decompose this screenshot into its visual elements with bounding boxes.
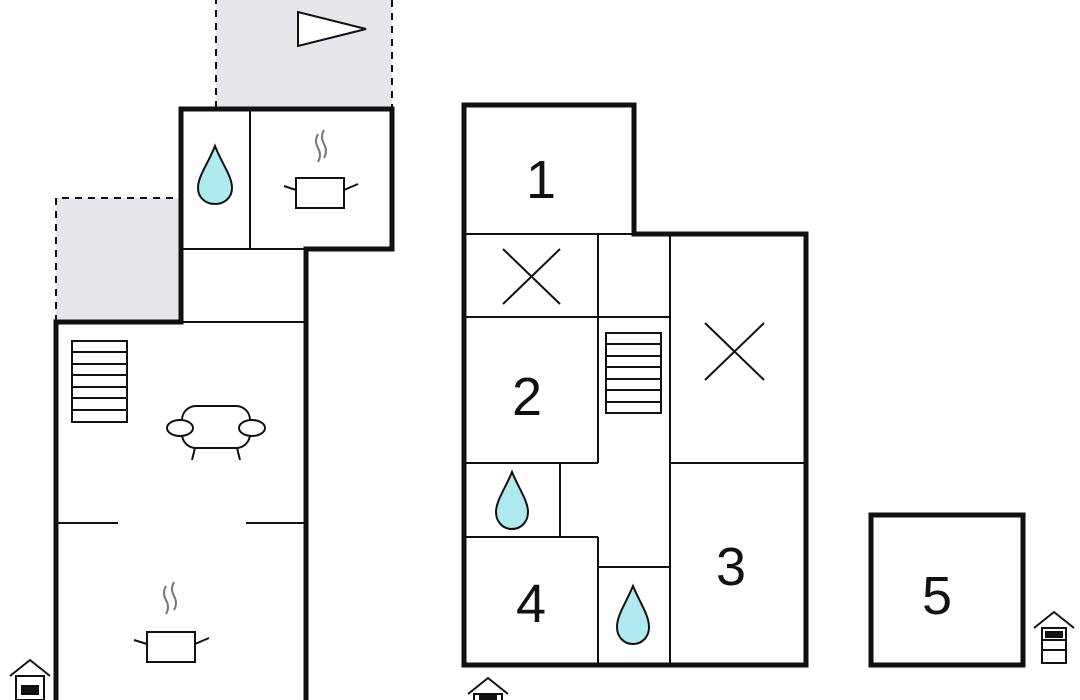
entrance-icon [467, 676, 509, 700]
room-number-4: 4 [516, 574, 546, 634]
entrance-icon [9, 658, 51, 700]
staircase-icon [605, 332, 662, 414]
bed-x-icon [502, 248, 561, 305]
armchair-icon [166, 405, 266, 461]
room-number-1: 1 [526, 150, 556, 210]
outbuilding [868, 512, 1026, 668]
staircase-icon [71, 340, 128, 423]
water-drop-icon [615, 583, 651, 646]
cooking-pot-icon [283, 129, 359, 209]
room-number-3: 3 [716, 537, 746, 597]
left-building [53, 106, 395, 700]
room-number-5: 5 [922, 566, 952, 626]
cooking-pot-icon [133, 581, 210, 663]
water-drop-icon [494, 469, 530, 531]
terrace-direction-icon [297, 10, 367, 48]
right-building [461, 102, 809, 668]
terrace-left [55, 197, 181, 322]
water-drop-icon [196, 143, 234, 206]
entrance-icon [1033, 610, 1075, 664]
bed-x-icon [704, 322, 765, 381]
room-number-2: 2 [512, 367, 542, 427]
